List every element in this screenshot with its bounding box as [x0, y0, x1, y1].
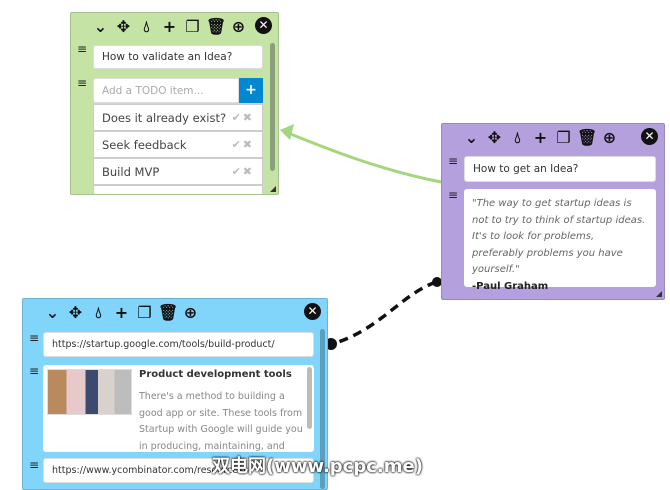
scrollbar[interactable]	[270, 43, 275, 171]
todo-item[interactable]	[93, 185, 263, 194]
title-field[interactable]: How to validate an Idea?	[93, 45, 263, 69]
color-drop-icon[interactable]: 💧︎	[514, 128, 521, 147]
color-drop-icon[interactable]: 💧︎	[143, 17, 150, 36]
drag-handle-icon[interactable]: ≡	[29, 331, 40, 345]
plus-icon[interactable]: +	[533, 128, 548, 147]
close-icon[interactable]: ✕	[255, 17, 272, 34]
drag-handle-icon[interactable]: ≡	[448, 154, 459, 168]
preview-image	[47, 369, 132, 415]
drag-handle-icon[interactable]: ≡	[29, 364, 40, 378]
chevron-down-icon[interactable]: ⌄	[45, 303, 60, 322]
drag-handle-icon[interactable]: ≡	[77, 42, 88, 56]
drag-handle-icon[interactable]: ≡	[77, 76, 88, 90]
card-toolbar: ⌄ ✥ 💧︎ + ❐ 🗑︎⊕	[91, 17, 248, 37]
preview-scrollbar[interactable]	[307, 367, 312, 429]
zoom-in-icon[interactable]: ⊕	[602, 128, 617, 147]
zoom-in-icon[interactable]: ⊕	[183, 303, 198, 322]
move-icon[interactable]: ✥	[116, 17, 131, 36]
chevron-down-icon[interactable]: ⌄	[93, 17, 108, 36]
url-field[interactable]: https://startup.google.com/tools/build-p…	[43, 332, 314, 357]
trash-icon[interactable]: 🗑︎	[206, 17, 227, 36]
color-drop-icon[interactable]: 💧︎	[95, 303, 102, 322]
todo-text: Build MVP	[102, 164, 160, 179]
plus-icon[interactable]: +	[114, 303, 129, 322]
copy-icon[interactable]: ❐	[185, 17, 200, 36]
todo-text: Seek feedback	[102, 137, 187, 152]
quote-author: -Paul Graham	[472, 280, 549, 292]
move-icon[interactable]: ✥	[68, 303, 83, 322]
card-toolbar: ⌄ ✥ 💧︎ + ❐ 🗑︎⊕	[43, 303, 200, 323]
add-todo-button[interactable]: +	[239, 78, 263, 103]
drag-handle-icon[interactable]: ≡	[29, 458, 40, 472]
drag-handle-icon[interactable]: ≡	[448, 188, 459, 202]
connector-dot	[325, 338, 337, 350]
link-card[interactable]: ⌄ ✥ 💧︎ + ❐ 🗑︎⊕ ✕ ≡ https://startup.google.com…	[22, 298, 328, 490]
check-delete-icons[interactable]: ✔✖	[231, 165, 254, 178]
close-icon[interactable]: ✕	[641, 128, 658, 145]
title-field[interactable]: How to get an Idea?	[464, 156, 656, 182]
trash-icon[interactable]: 🗑︎	[158, 303, 179, 322]
todo-text: Does it already exist?	[102, 110, 227, 125]
link-preview[interactable]: Product development tools There's a meth…	[43, 365, 314, 452]
todo-item[interactable]: Does it already exist? ✔✖	[93, 104, 263, 131]
preview-title: Product development tools	[139, 369, 292, 380]
connector-dot	[432, 277, 442, 287]
move-icon[interactable]: ✥	[487, 128, 502, 147]
resize-handle[interactable]	[270, 186, 276, 192]
close-icon[interactable]: ✕	[304, 303, 321, 320]
check-delete-icons[interactable]: ✔✖	[231, 138, 254, 151]
todo-item[interactable]: Build MVP ✔✖	[93, 158, 263, 185]
quote-card[interactable]: ⌄ ✥ 💧︎ + ❐ 🗑︎⊕ ✕ ≡ How to get an Idea? ≡ "The…	[441, 123, 665, 300]
quote-box[interactable]: "The way to get startup ideas is not to …	[464, 189, 656, 292]
green-arrow	[282, 129, 442, 184]
preview-description: There's a method to building a good app …	[139, 391, 303, 452]
url-field[interactable]: https://www.ycombinator.com/resources/	[43, 458, 314, 483]
zoom-in-icon[interactable]: ⊕	[231, 17, 246, 36]
arrowhead	[280, 124, 294, 140]
todo-item[interactable]: Seek feedback ✔✖	[93, 131, 263, 158]
trash-icon[interactable]: 🗑︎	[577, 128, 598, 147]
todo-input[interactable]: Add a TODO item...	[93, 78, 239, 103]
card-toolbar: ⌄ ✥ 💧︎ + ❐ 🗑︎⊕	[462, 128, 619, 148]
plus-icon[interactable]: +	[162, 17, 177, 36]
copy-icon[interactable]: ❐	[556, 128, 571, 147]
quote-text: "The way to get startup ideas is not to …	[472, 198, 646, 275]
check-delete-icons[interactable]: ✔✖	[231, 111, 254, 124]
resize-handle[interactable]	[656, 291, 662, 297]
scrollbar[interactable]	[320, 329, 325, 489]
dashed-connector	[331, 280, 437, 346]
todo-card[interactable]: ⌄ ✥ 💧︎ + ❐ 🗑︎⊕ ✕ ≡ How to validate an Idea? ≡…	[70, 12, 279, 195]
copy-icon[interactable]: ❐	[137, 303, 152, 322]
chevron-down-icon[interactable]: ⌄	[464, 128, 479, 147]
watermark: 双电网(www.pcpc.me)	[212, 456, 423, 477]
